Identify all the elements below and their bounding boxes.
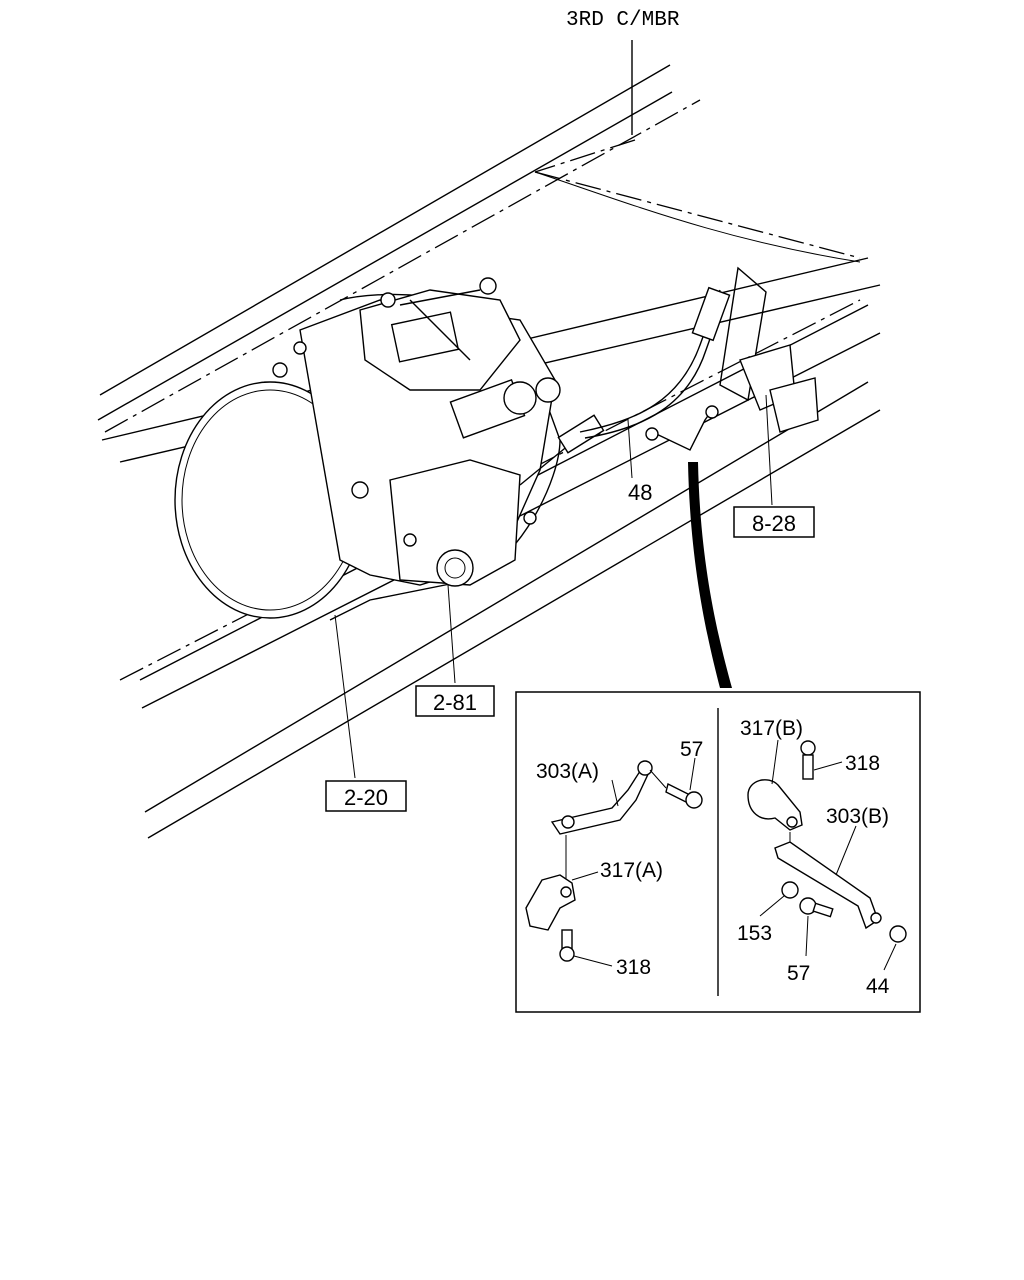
ref-2-81-label: 2-81 [433,690,477,715]
label-303a: 303(A) [536,760,599,783]
ref-8-28: 8-28 [733,506,815,538]
ref-2-81: 2-81 [415,685,495,717]
label-153b: 153 [737,922,772,945]
ref-2-20-label: 2-20 [344,785,388,810]
detail-arrow [688,462,732,688]
label-44b: 44 [866,975,890,998]
header-label: 3RD C/MBR [566,9,680,32]
detail-b-leaders [759,739,897,971]
detail-inset: 303(A) 57 317(A) 318 317(B) 318 [515,691,921,1013]
label-317a: 317(A) [600,859,663,882]
label-57b: 57 [787,962,810,985]
ref-8-28-label: 8-28 [752,511,796,536]
label-318a: 318 [616,956,651,979]
label-317b: 317(B) [740,717,803,740]
label-303b: 303(B) [826,805,889,828]
leaders [334,394,773,779]
detail-a-leaders [571,757,696,967]
cable-48 [579,286,731,439]
callout-48: 48 [628,480,652,505]
small-bracket [645,405,719,451]
transmission-assembly [174,277,605,621]
ref-2-20: 2-20 [325,780,407,812]
bracket-on-frame [719,266,819,433]
label-318b: 318 [845,752,880,775]
centerlines [104,99,861,681]
cross-member [534,40,861,263]
label-57a: 57 [680,738,703,761]
detail-b-parts [747,740,907,943]
